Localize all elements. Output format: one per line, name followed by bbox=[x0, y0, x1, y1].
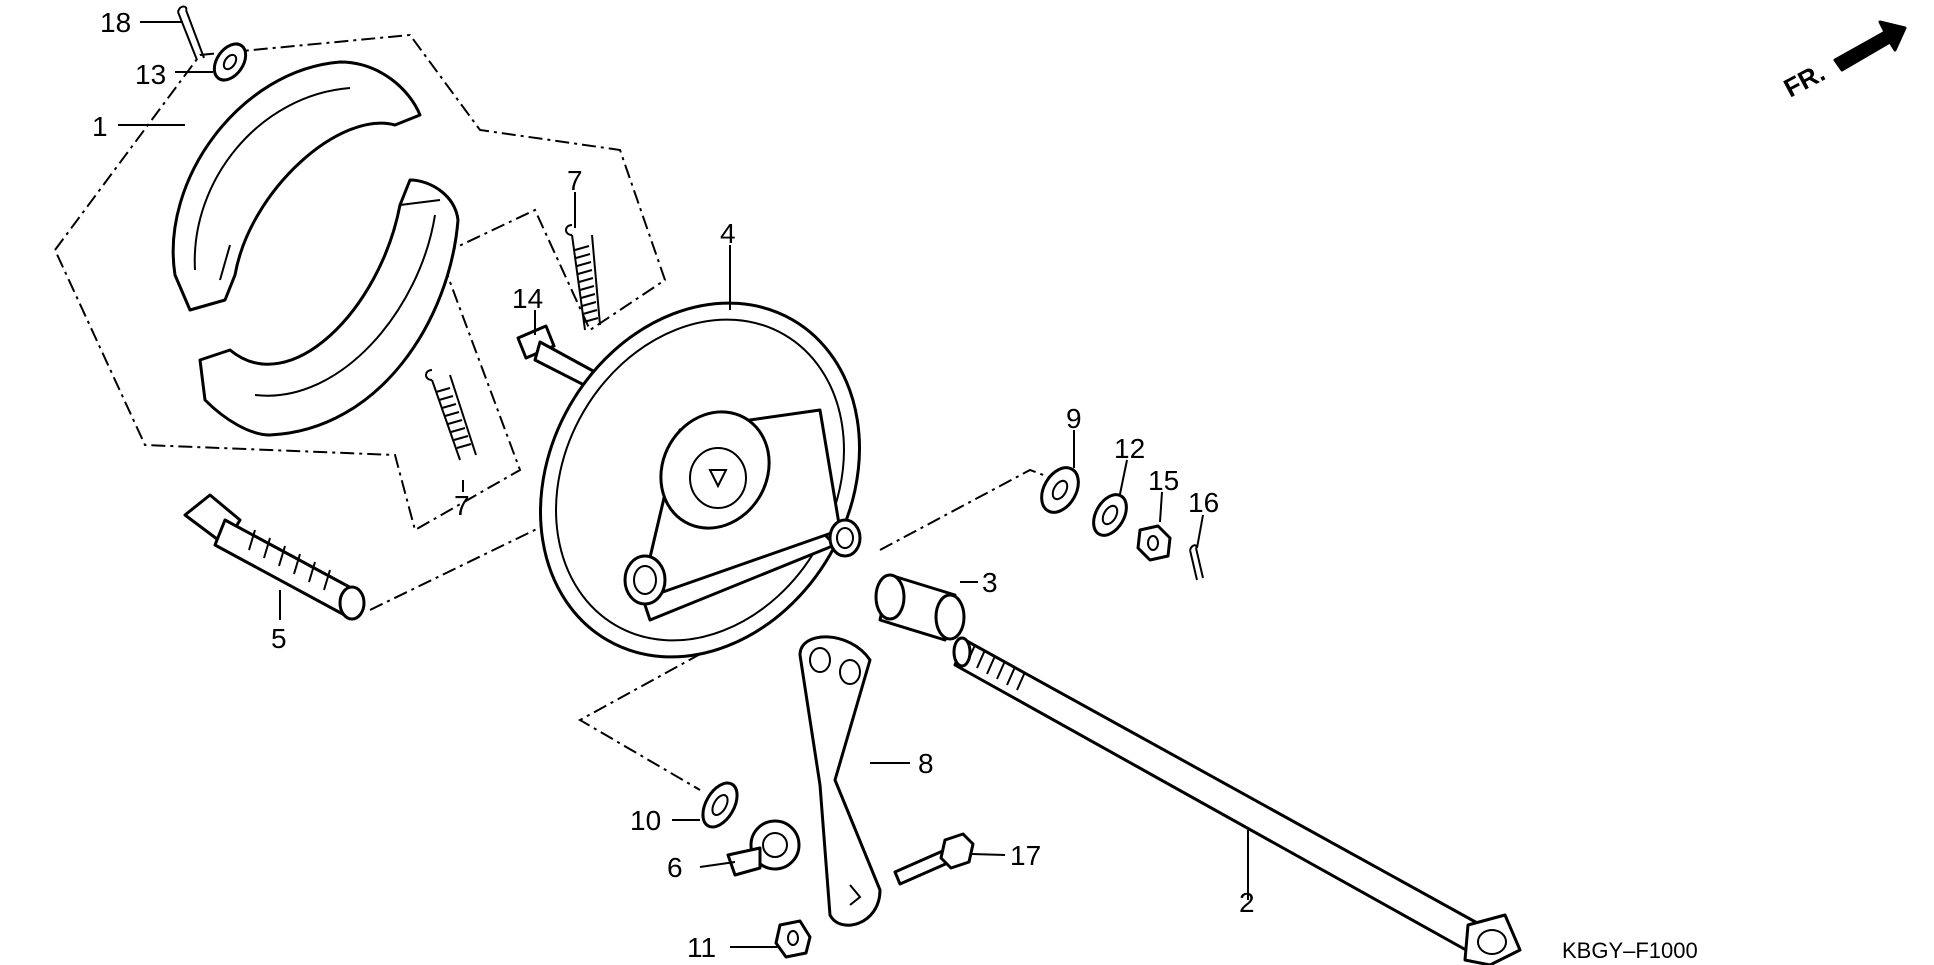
front-direction-indicator: FR. bbox=[1779, 20, 1907, 103]
cotter-pin-17 bbox=[177, 5, 205, 61]
washer-10 bbox=[701, 781, 739, 829]
leader-lines bbox=[118, 21, 1249, 948]
callout-3: 3 bbox=[982, 567, 998, 598]
axle-collar bbox=[874, 573, 966, 642]
callout-10: 10 bbox=[630, 805, 661, 836]
return-spring-lower bbox=[425, 369, 477, 461]
callout-5: 5 bbox=[271, 623, 287, 654]
callout-8: 8 bbox=[918, 748, 934, 779]
return-spring-upper bbox=[565, 224, 601, 331]
callout-16: 16 bbox=[1188, 487, 1219, 518]
callout-18: 17 bbox=[1010, 840, 1041, 871]
brake-camshaft bbox=[183, 493, 366, 621]
brake-panel bbox=[539, 301, 862, 659]
callout-7-upper: 7 bbox=[567, 165, 583, 196]
callout-7-lower: 7 bbox=[454, 490, 470, 521]
washer-12 bbox=[1092, 493, 1128, 537]
callouts: 18 13 1 7 14 4 9 12 15 16 7 5 3 8 10 6 1… bbox=[92, 7, 1255, 963]
callout-11: 11 bbox=[687, 932, 716, 963]
washer-9 bbox=[1040, 466, 1080, 514]
front-direction-label: FR. bbox=[1779, 57, 1830, 103]
camshaft-link-line bbox=[369, 524, 546, 611]
bolt-18 bbox=[893, 832, 975, 886]
callout-17: 18 bbox=[100, 7, 131, 38]
nut-11 bbox=[774, 919, 812, 959]
callout-4: 4 bbox=[720, 218, 736, 249]
callout-6: 6 bbox=[667, 852, 683, 883]
callout-12: 12 bbox=[1114, 433, 1145, 464]
cotter-pin-16 bbox=[1189, 544, 1204, 581]
axle-link-line bbox=[879, 468, 1071, 551]
callout-13: 13 bbox=[135, 59, 166, 90]
brake-shoe-upper bbox=[171, 60, 422, 312]
callout-1: 1 bbox=[92, 111, 108, 142]
rear-axle bbox=[952, 636, 1522, 965]
callout-2: 2 bbox=[1239, 887, 1255, 918]
callout-15: 15 bbox=[1148, 465, 1179, 496]
drawing-code: KBGY–F1000 bbox=[1562, 938, 1698, 963]
plate-6 bbox=[726, 819, 801, 877]
callout-14: 14 bbox=[512, 283, 543, 314]
brake-arm bbox=[798, 635, 882, 927]
nut-15 bbox=[1136, 524, 1172, 562]
washer-13 bbox=[212, 42, 248, 82]
brake-shoe-lower bbox=[198, 178, 460, 437]
callout-9: 9 bbox=[1066, 403, 1082, 434]
shoe-group-outline bbox=[54, 33, 667, 532]
